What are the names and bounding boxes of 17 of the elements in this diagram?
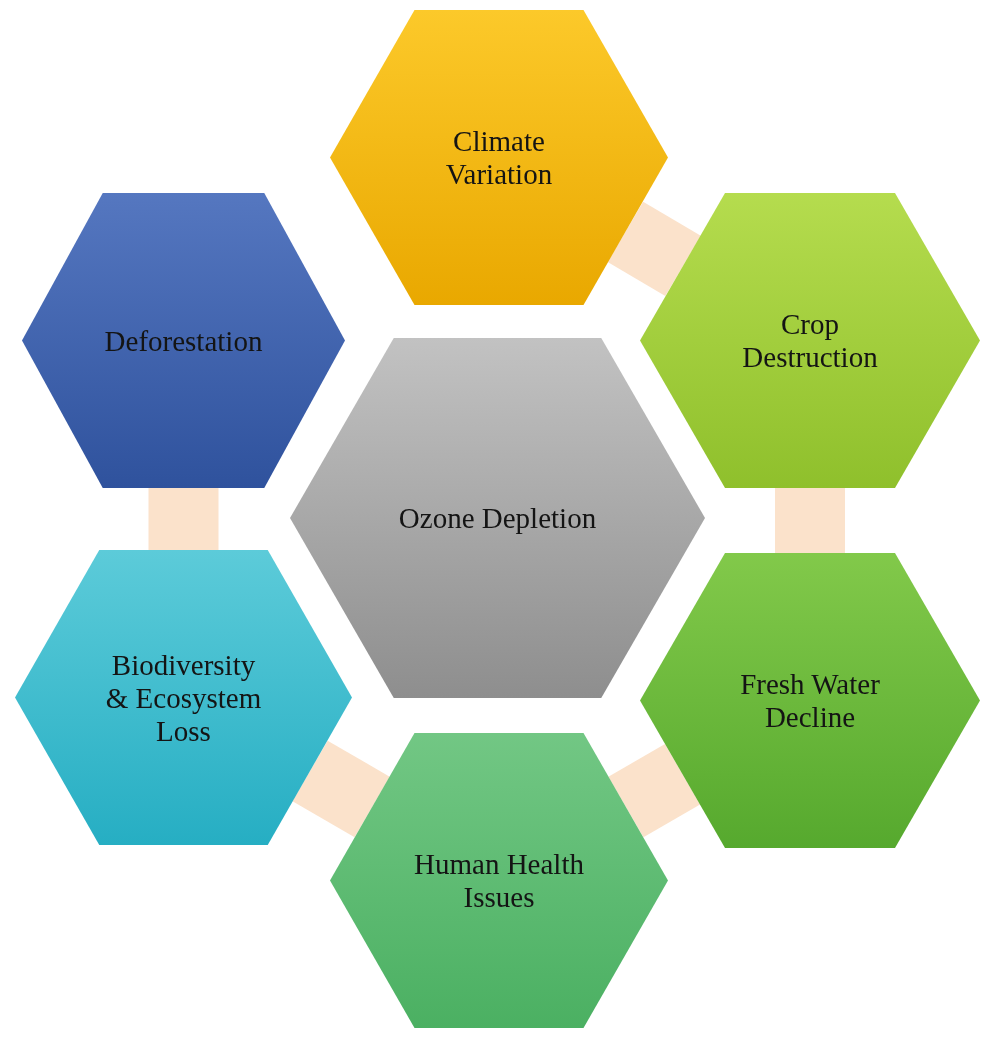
node-label: Deforestation: [103, 324, 264, 357]
hexagon: [640, 193, 980, 488]
connector-band: [608, 744, 701, 838]
hexagon: [330, 733, 668, 1028]
node-label: Biodiversity & Ecosystem Loss: [104, 648, 263, 747]
node-label: Ozone Depletion: [397, 501, 598, 535]
connector-band: [292, 740, 390, 838]
hexagon: [15, 550, 352, 845]
hexagon: [640, 553, 980, 848]
node-label: Climate Variation: [444, 124, 554, 191]
node-label: Fresh Water Decline: [739, 667, 881, 734]
node-label: Human Health Issues: [413, 847, 585, 914]
node-label: Crop Destruction: [741, 307, 879, 374]
hexagon: [22, 193, 345, 488]
hexagon: [330, 10, 668, 305]
hexagon: [290, 338, 705, 698]
connector-band: [607, 201, 701, 296]
